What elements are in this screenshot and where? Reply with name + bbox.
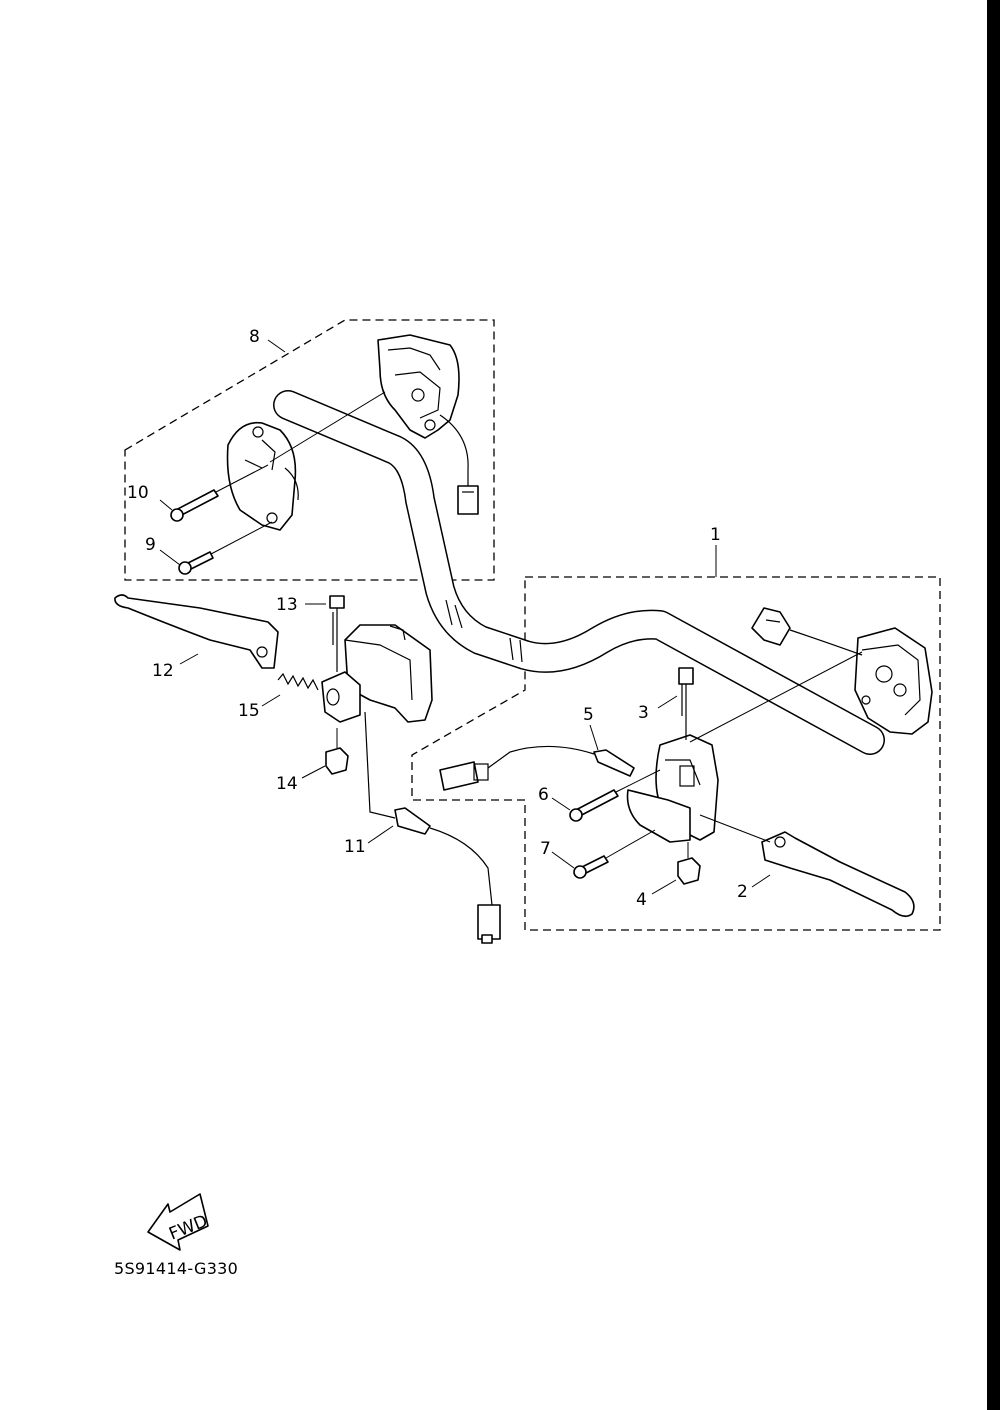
callout-1: 1 — [710, 525, 721, 545]
brake-switch-5 — [439, 745, 635, 791]
callout-2: 2 — [737, 882, 748, 902]
front-brake-bracket — [626, 734, 719, 843]
left-switch-wire — [439, 414, 469, 488]
bolt-13 — [329, 595, 345, 672]
right-switch-connector — [751, 607, 791, 646]
screw-7 — [573, 855, 609, 879]
handlebar — [273, 390, 885, 755]
nut-4 — [677, 857, 701, 885]
bolt-3 — [678, 667, 694, 740]
spring-15 — [277, 672, 319, 691]
callout-9: 9 — [145, 535, 156, 555]
group-boundary-1 — [411, 576, 941, 931]
callout-8: 8 — [249, 327, 260, 347]
callout-12: 12 — [152, 661, 174, 681]
nut-14 — [325, 747, 349, 775]
clutch-switch-11 — [364, 711, 501, 944]
callout-4: 4 — [636, 890, 647, 910]
right-switch-wire — [789, 629, 863, 656]
page-edge-bar — [987, 0, 1000, 1410]
callout-6: 6 — [538, 785, 549, 805]
callout-7: 7 — [540, 839, 551, 859]
fwd-arrow-icon: FWD — [147, 1193, 211, 1251]
callout-13: 13 — [276, 595, 298, 615]
callout-11: 11 — [344, 837, 366, 857]
left-switch-connector — [457, 485, 479, 515]
group-boundary-8 — [124, 319, 495, 581]
callout-5: 5 — [583, 705, 594, 725]
diagram-code: 5S91414-G330 — [114, 1259, 238, 1278]
callout-10: 10 — [127, 483, 149, 503]
screw-10 — [170, 489, 219, 522]
screw-9 — [178, 551, 214, 575]
lever-bracket-housing — [321, 624, 433, 723]
left-switch-upper-housing — [377, 334, 460, 439]
callout-15: 15 — [238, 701, 260, 721]
screw-6 — [569, 789, 619, 822]
callout-14: 14 — [276, 774, 298, 794]
clutch-lever — [114, 594, 279, 669]
left-switch-lower-housing — [226, 421, 299, 531]
right-switch-housing — [854, 627, 933, 735]
brake-lever — [761, 831, 915, 918]
callout-3: 3 — [638, 703, 649, 723]
